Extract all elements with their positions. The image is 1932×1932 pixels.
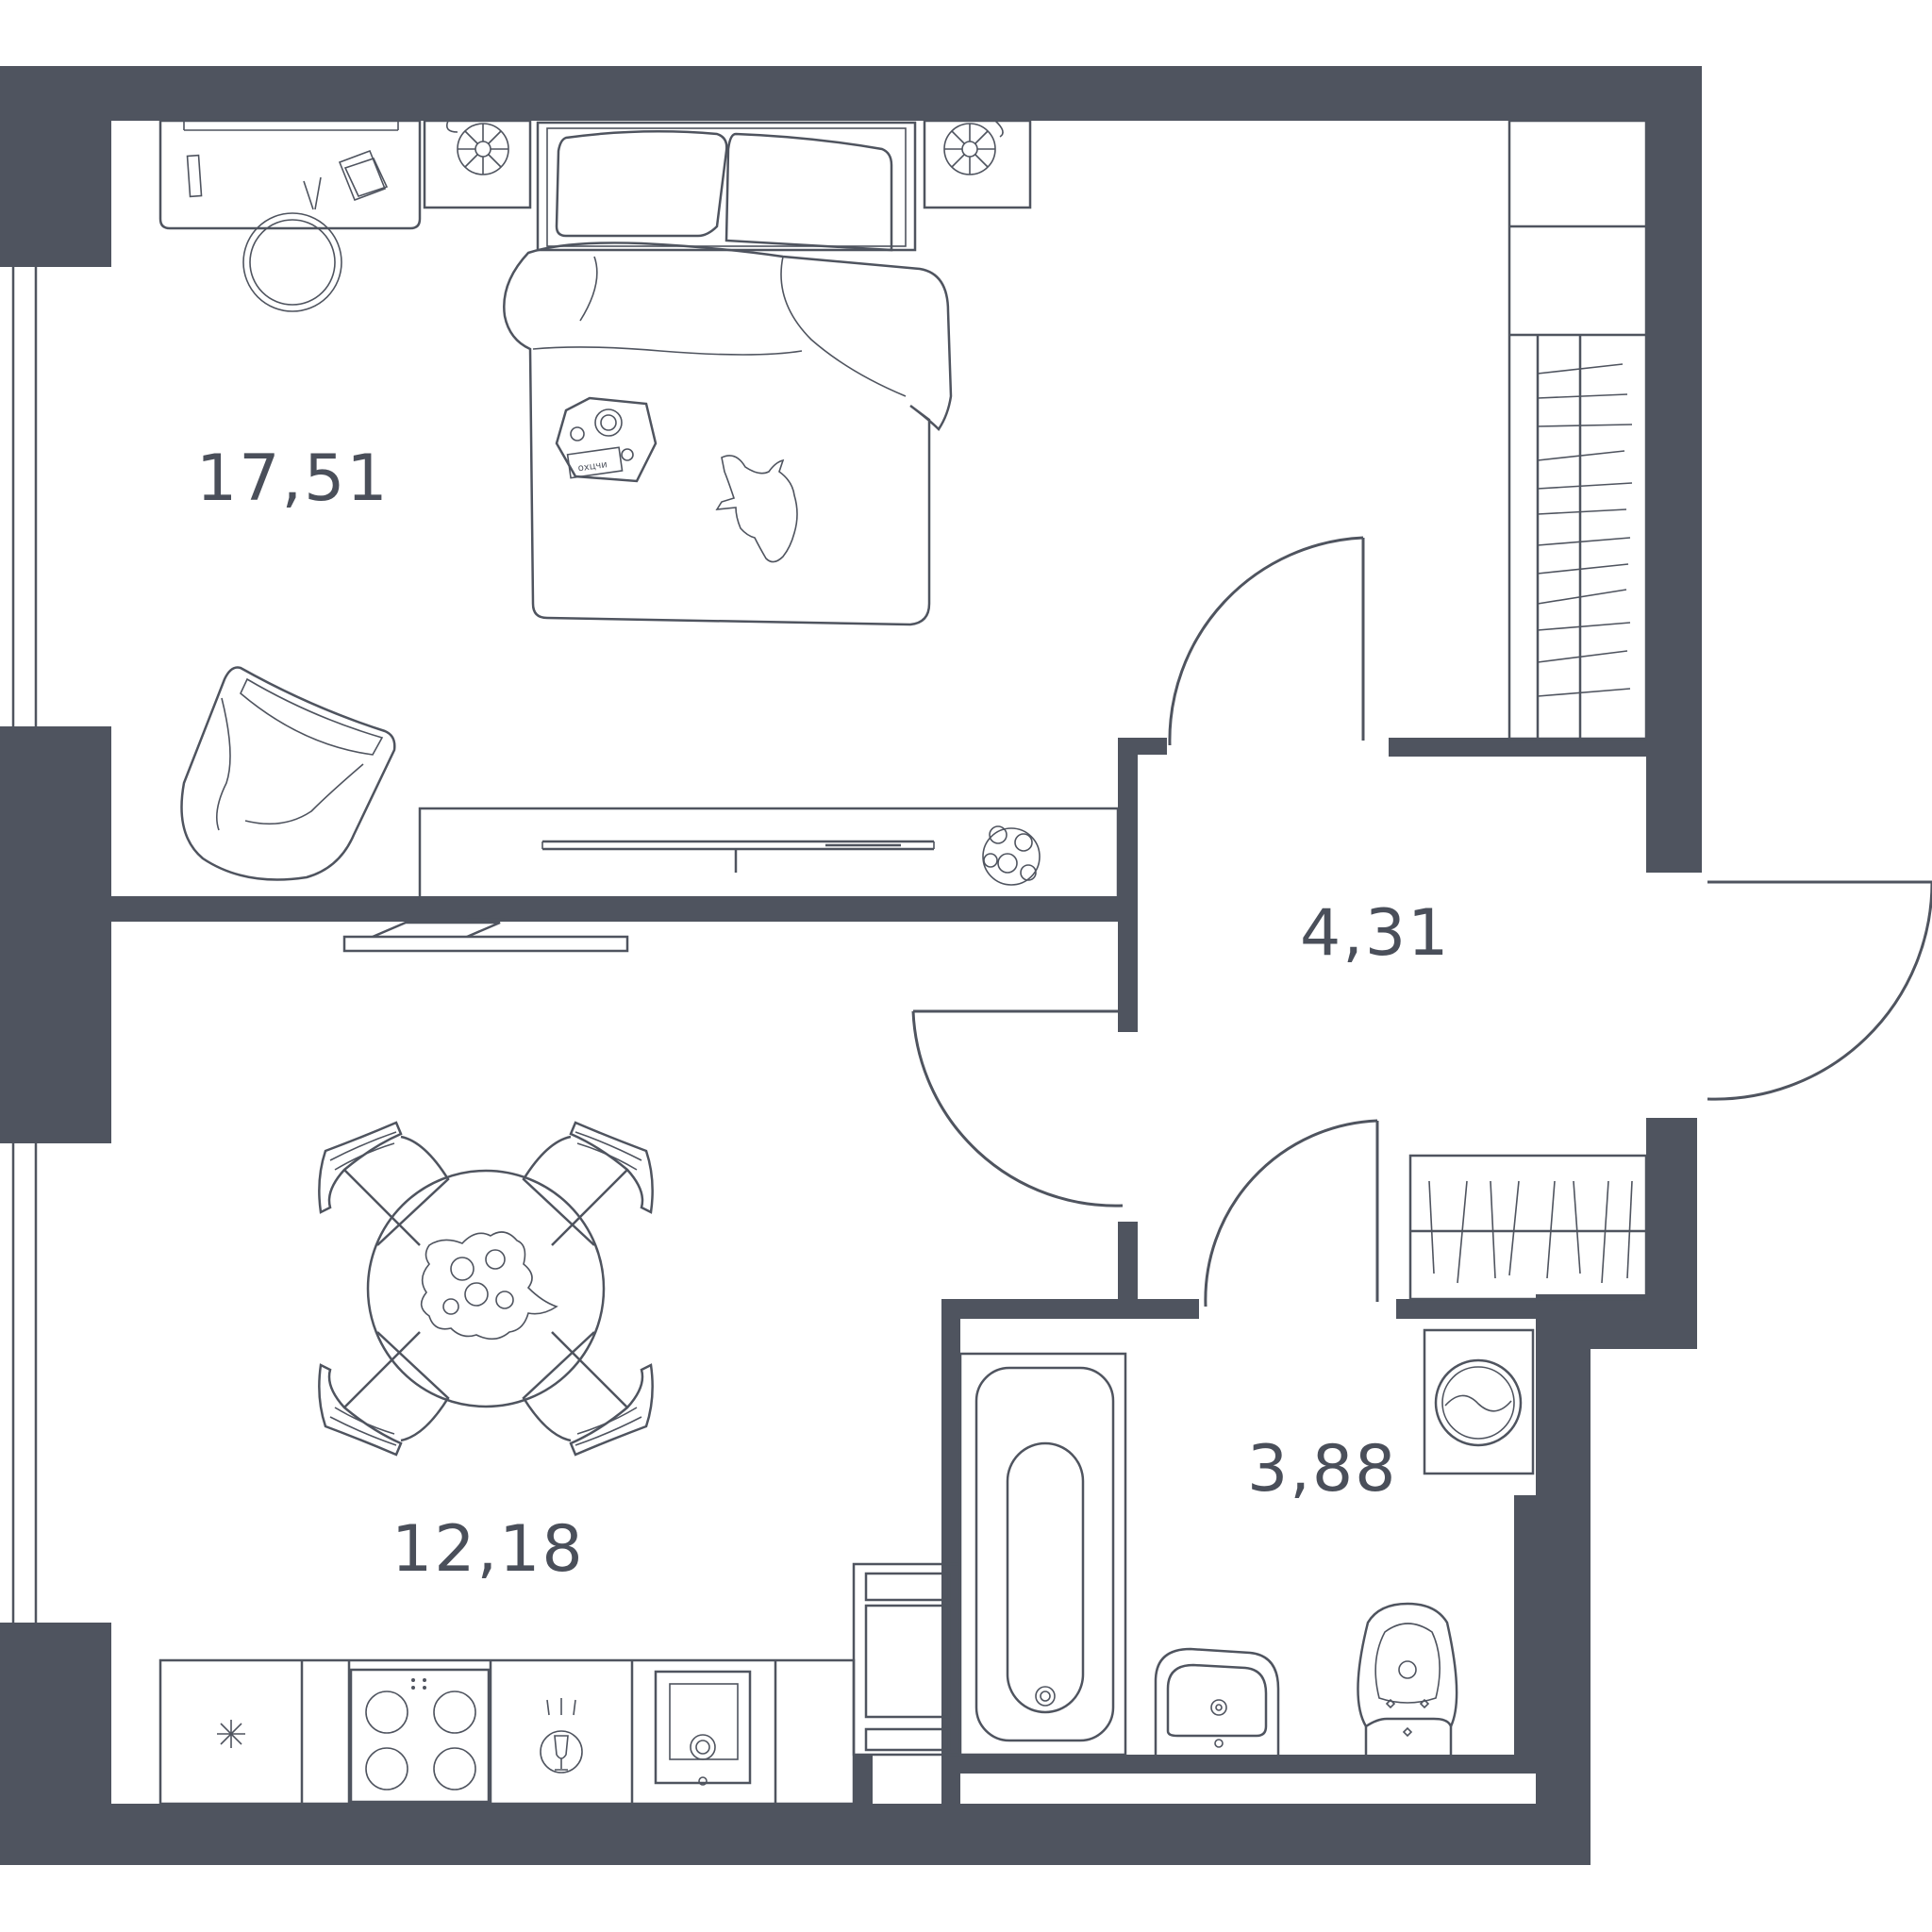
chair-bottom-right <box>522 1331 654 1457</box>
cooktop <box>349 1668 491 1804</box>
bedroom-furniture: охцчи <box>158 119 1648 953</box>
bathtub <box>958 1352 1127 1757</box>
blanket <box>503 242 953 626</box>
desk <box>158 119 422 230</box>
chair-top-right <box>522 1121 654 1246</box>
chair-bottom-left <box>318 1331 450 1457</box>
pillow-left <box>555 130 728 238</box>
nightstand-left <box>423 119 532 209</box>
tray: охцчи <box>555 396 658 483</box>
armchair <box>180 666 396 881</box>
room-area-kitchen: 12,18 <box>391 1512 585 1587</box>
book-label: охцчи <box>577 459 608 474</box>
kitchen-sink <box>654 1670 752 1786</box>
stool <box>242 212 342 312</box>
plant <box>982 825 1041 886</box>
washbasin <box>1154 1647 1280 1755</box>
hangers <box>1537 363 1633 697</box>
wardrobe <box>1507 119 1648 741</box>
pillow-right <box>724 132 893 252</box>
hall-furniture <box>1408 1154 1648 1301</box>
bathroom-fixtures <box>958 1328 1535 1757</box>
tv <box>342 935 629 953</box>
kitchen-furniture <box>158 1121 961 1806</box>
doors <box>911 536 1932 1307</box>
snowflake-icon <box>217 1720 245 1748</box>
centerpiece <box>420 1231 558 1341</box>
room-area-bedroom: 17,51 <box>196 441 390 516</box>
chair-top-left <box>318 1121 450 1246</box>
hall-wardrobe <box>1408 1154 1648 1301</box>
tv-console <box>418 807 1120 900</box>
windows <box>11 267 38 1623</box>
nightstand-right <box>923 119 1032 209</box>
room-area-hall: 4,31 <box>1300 896 1450 971</box>
washing-machine <box>1423 1328 1535 1475</box>
dishwasher <box>540 1698 583 1774</box>
cat <box>715 455 798 563</box>
area-labels: 17,51 4,31 3,88 12,18 <box>196 441 1450 1587</box>
dining-table <box>366 1169 606 1408</box>
toilet <box>1357 1602 1458 1755</box>
lamp-left <box>445 120 509 175</box>
walls <box>0 66 1702 1865</box>
lamp-right <box>943 120 1004 175</box>
room-area-bathroom: 3,88 <box>1247 1432 1397 1507</box>
tall-cabinet <box>852 1562 961 1757</box>
